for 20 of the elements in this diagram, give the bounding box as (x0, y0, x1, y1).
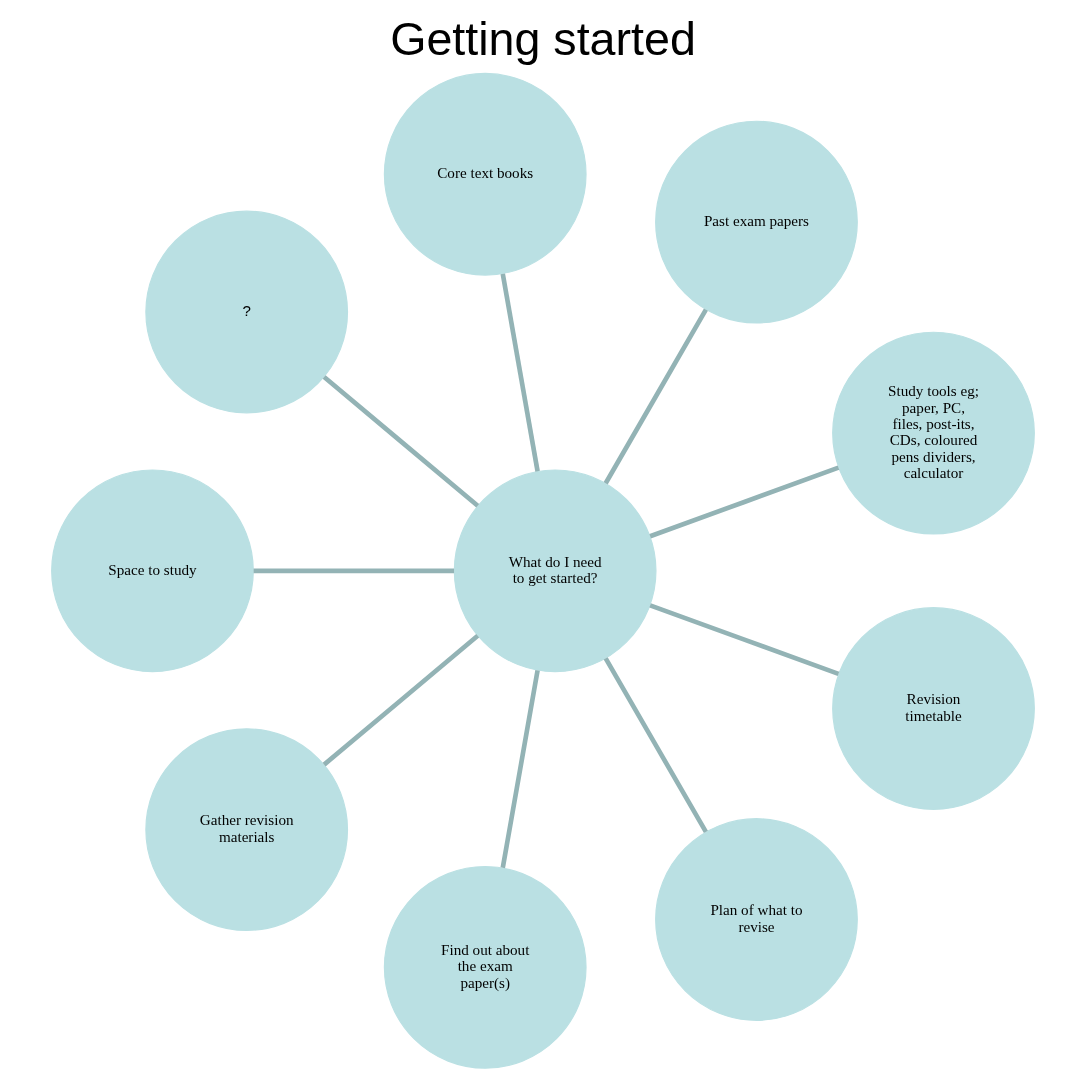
connector (603, 657, 708, 834)
connector (322, 375, 480, 508)
connector (603, 308, 708, 485)
node-circle: Study tools eg; paper, PC, files, post-its, CDs, coloured pens dividers, calculator (832, 331, 1035, 535)
node-circle: Core text books (383, 72, 587, 276)
diagram-title: Getting started (390, 12, 696, 65)
node-circle: Plan of what to revise (655, 818, 858, 1021)
node-circle: Past exam papers (655, 120, 858, 324)
node-circle: What do I need to get started? (453, 469, 657, 673)
node-circle: Find out about the exam paper(s) (383, 865, 587, 1069)
connector (253, 568, 455, 574)
node-circle: ? (145, 210, 349, 414)
connector (649, 603, 840, 677)
connector (322, 634, 480, 767)
node-circle: Revision timetable (832, 607, 1035, 810)
node-circle: Space to study (51, 469, 254, 673)
connector (500, 669, 540, 869)
node-circle: Gather revision materials (145, 728, 349, 932)
connector (500, 273, 540, 472)
connector (649, 465, 840, 539)
